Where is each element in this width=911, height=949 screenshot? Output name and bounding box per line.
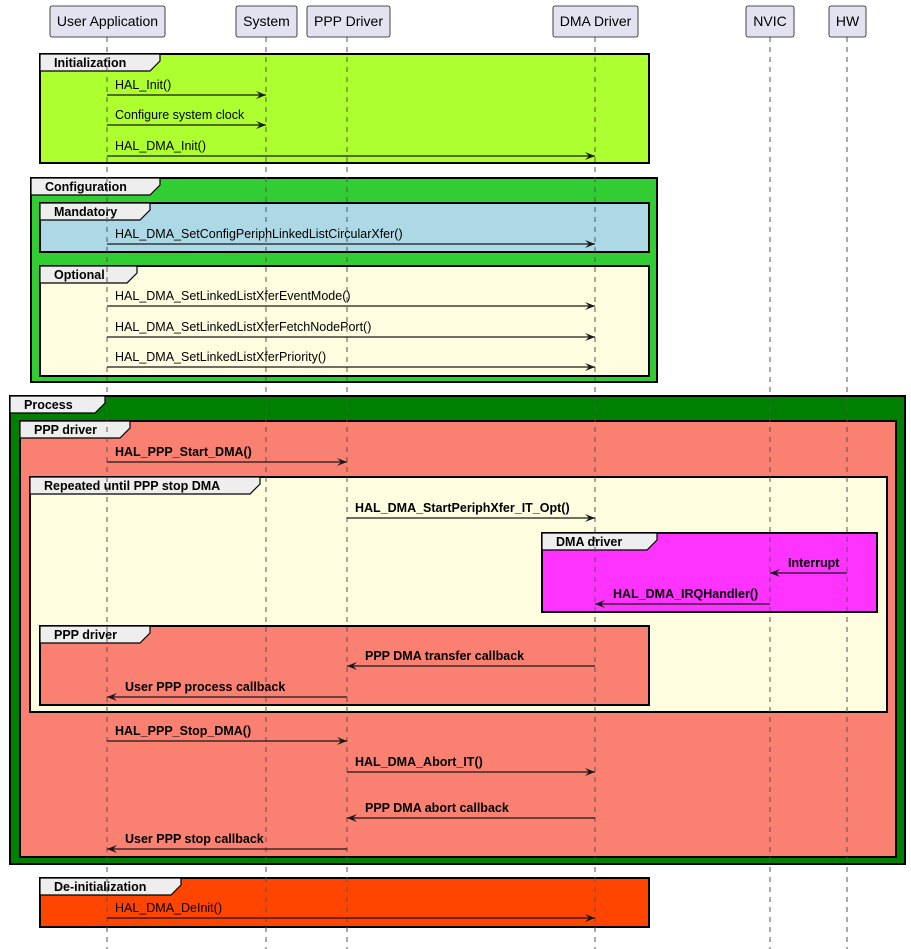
message-label: User PPP process callback — [125, 680, 285, 694]
message-label: PPP DMA abort callback — [365, 801, 509, 815]
arrow-head-icon — [585, 240, 595, 248]
message-arrow: Configure system clock — [107, 108, 266, 129]
message-arrow: HAL_DMA_DeInit() — [107, 901, 595, 922]
arrow-head-icon — [585, 768, 595, 776]
participant-box — [828, 5, 867, 38]
arrow-head-icon — [347, 814, 357, 822]
message-arrow: User PPP stop callback — [107, 832, 347, 853]
message-arrow: HAL_DMA_SetLinkedListXferPriority() — [107, 350, 595, 371]
participant-box — [49, 5, 166, 38]
participant-box — [745, 5, 795, 38]
group-label: Configuration — [45, 180, 127, 194]
group-box — [39, 265, 650, 377]
group-label: Repeated until PPP stop DMA — [44, 479, 220, 493]
arrow-head-icon — [585, 152, 595, 160]
message-arrow: HAL_Init() — [107, 78, 266, 99]
message-label: HAL_DMA_Init() — [115, 139, 206, 153]
arrow-head-icon — [595, 600, 605, 608]
participant-box — [306, 5, 391, 38]
message-label: HAL_DMA_StartPeriphXfer_IT_Opt() — [355, 501, 570, 515]
message-label: HAL_Init() — [115, 78, 171, 92]
participant-user-application: User Application — [49, 5, 166, 38]
group-label: DMA driver — [556, 535, 622, 549]
participant-box — [235, 5, 298, 38]
participant-box — [552, 5, 639, 38]
group-tab — [39, 202, 151, 221]
group-label: PPP driver — [34, 423, 97, 437]
message-label: HAL_DMA_SetLinkedListXferEventMode() — [115, 289, 351, 303]
arrow-head-icon — [585, 302, 595, 310]
participant-label: System — [243, 13, 290, 29]
message-label: HAL_DMA_IRQHandler() — [613, 587, 758, 601]
group-tab — [29, 476, 261, 495]
participant-label: DMA Driver — [560, 13, 632, 29]
message-label: HAL_DMA_DeInit() — [115, 901, 222, 915]
group-de-initialization-frame: De-initialization — [39, 877, 650, 928]
message-arrow: PPP DMA abort callback — [347, 801, 595, 822]
message-label: Interrupt — [788, 556, 840, 570]
group-label: Initialization — [54, 56, 126, 70]
group-initialization-frame: Initialization — [39, 53, 650, 164]
arrow-head-icon — [347, 662, 357, 670]
group-label: De-initialization — [54, 880, 146, 894]
participant-label: User Application — [57, 13, 158, 29]
arrow-head-icon — [256, 121, 266, 129]
message-label: PPP DMA transfer callback — [365, 649, 524, 663]
arrow-head-icon — [585, 514, 595, 522]
message-arrow: HAL_DMA_StartPeriphXfer_IT_Opt() — [347, 501, 595, 522]
arrow-head-icon — [770, 569, 780, 577]
group-tab — [30, 177, 161, 196]
group-tab — [39, 53, 161, 72]
arrow-head-icon — [585, 333, 595, 341]
group-label: Mandatory — [54, 205, 117, 219]
group-label: Process — [24, 398, 73, 412]
message-label: HAL_PPP_Start_DMA() — [115, 445, 252, 459]
group-box — [39, 53, 650, 164]
message-label: HAL_DMA_SetConfigPeriphLinkedListCircula… — [115, 227, 403, 241]
participant-label: NVIC — [753, 13, 786, 29]
arrow-head-icon — [256, 91, 266, 99]
group-tab — [39, 877, 182, 896]
message-label: User PPP stop callback — [125, 832, 264, 846]
participant-nvic: NVIC — [745, 5, 795, 38]
arrow-head-icon — [585, 914, 595, 922]
message-label: HAL_DMA_SetLinkedListXferPriority() — [115, 350, 326, 364]
group-tab — [39, 265, 138, 284]
message-arrow: HAL_PPP_Start_DMA() — [107, 445, 347, 466]
message-arrow: HAL_DMA_Init() — [107, 139, 595, 160]
arrow-head-icon — [585, 363, 595, 371]
group-tab — [39, 625, 151, 644]
message-label: HAL_DMA_SetLinkedListXferFetchNodePort() — [115, 320, 371, 334]
group-label: PPP driver — [54, 628, 117, 642]
participant-label: PPP Driver — [314, 13, 383, 29]
arrow-head-icon — [107, 845, 117, 853]
message-arrow: User PPP process callback — [107, 680, 347, 701]
message-label: HAL_PPP_Stop_DMA() — [115, 724, 251, 738]
group-tab — [541, 532, 658, 551]
participant-system: System — [235, 5, 298, 38]
message-arrow: PPP DMA transfer callback — [347, 649, 595, 670]
group-label: Optional — [54, 268, 105, 282]
message-arrow: Interrupt — [770, 556, 847, 577]
arrow-head-icon — [107, 693, 117, 701]
group-tab — [9, 395, 106, 414]
message-label: Configure system clock — [115, 108, 245, 122]
participant-dma-driver: DMA Driver — [552, 5, 639, 38]
message-label: HAL_DMA_Abort_IT() — [355, 755, 483, 769]
participant-label: HW — [836, 13, 860, 29]
group-tab — [19, 420, 131, 439]
message-arrow: HAL_DMA_Abort_IT() — [347, 755, 595, 776]
participant-hw: HW — [828, 5, 867, 38]
message-arrow: HAL_PPP_Stop_DMA() — [107, 724, 347, 745]
message-arrow: HAL_DMA_IRQHandler() — [595, 587, 770, 608]
message-arrow: HAL_DMA_SetLinkedListXferFetchNodePort() — [107, 320, 595, 341]
arrow-head-icon — [337, 737, 347, 745]
participant-ppp-driver: PPP Driver — [306, 5, 391, 38]
message-arrow: HAL_DMA_SetConfigPeriphLinkedListCircula… — [107, 227, 595, 248]
message-arrow: HAL_DMA_SetLinkedListXferEventMode() — [107, 289, 595, 310]
arrow-head-icon — [337, 458, 347, 466]
group-optional-frame: Optional — [39, 265, 650, 377]
